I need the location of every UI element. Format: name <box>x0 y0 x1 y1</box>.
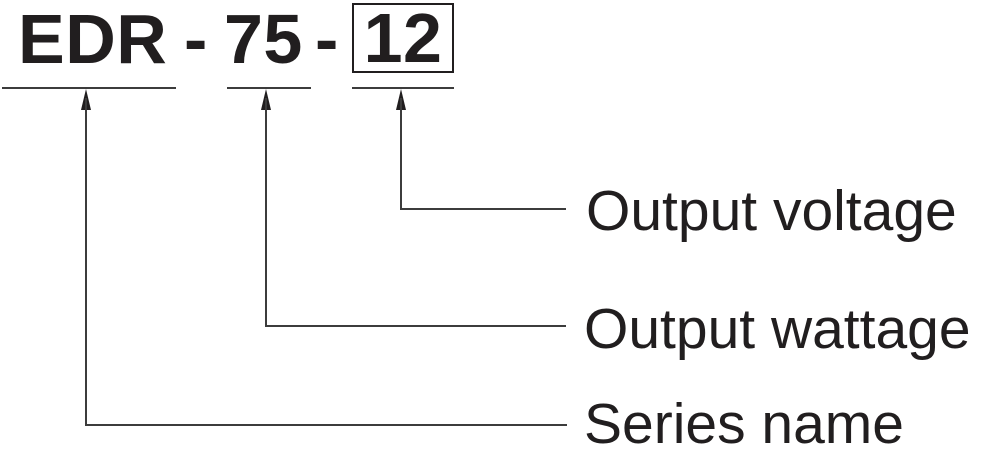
voltage-leader-vertical <box>400 98 402 210</box>
series-leader-horizontal <box>85 424 567 426</box>
model-separator-2: - <box>315 0 339 78</box>
callout-label-output-voltage: Output voltage <box>586 179 957 243</box>
series-underline <box>2 87 176 89</box>
model-separator-1: - <box>184 0 208 78</box>
wattage-leader-horizontal <box>265 325 566 327</box>
series-leader-vertical <box>85 98 87 426</box>
wattage-leader-vertical <box>265 98 267 327</box>
voltage-leader-horizontal <box>400 208 566 210</box>
model-voltage-box: 12 <box>352 3 454 73</box>
model-wattage-text: 75 <box>224 0 303 78</box>
callout-label-output-wattage: Output wattage <box>584 297 971 361</box>
callout-label-series-name: Series name <box>584 392 904 452</box>
model-series-text: EDR <box>18 0 168 78</box>
wattage-underline <box>227 87 311 89</box>
model-voltage-text: 12 <box>363 0 443 77</box>
voltage-underline <box>352 87 454 89</box>
